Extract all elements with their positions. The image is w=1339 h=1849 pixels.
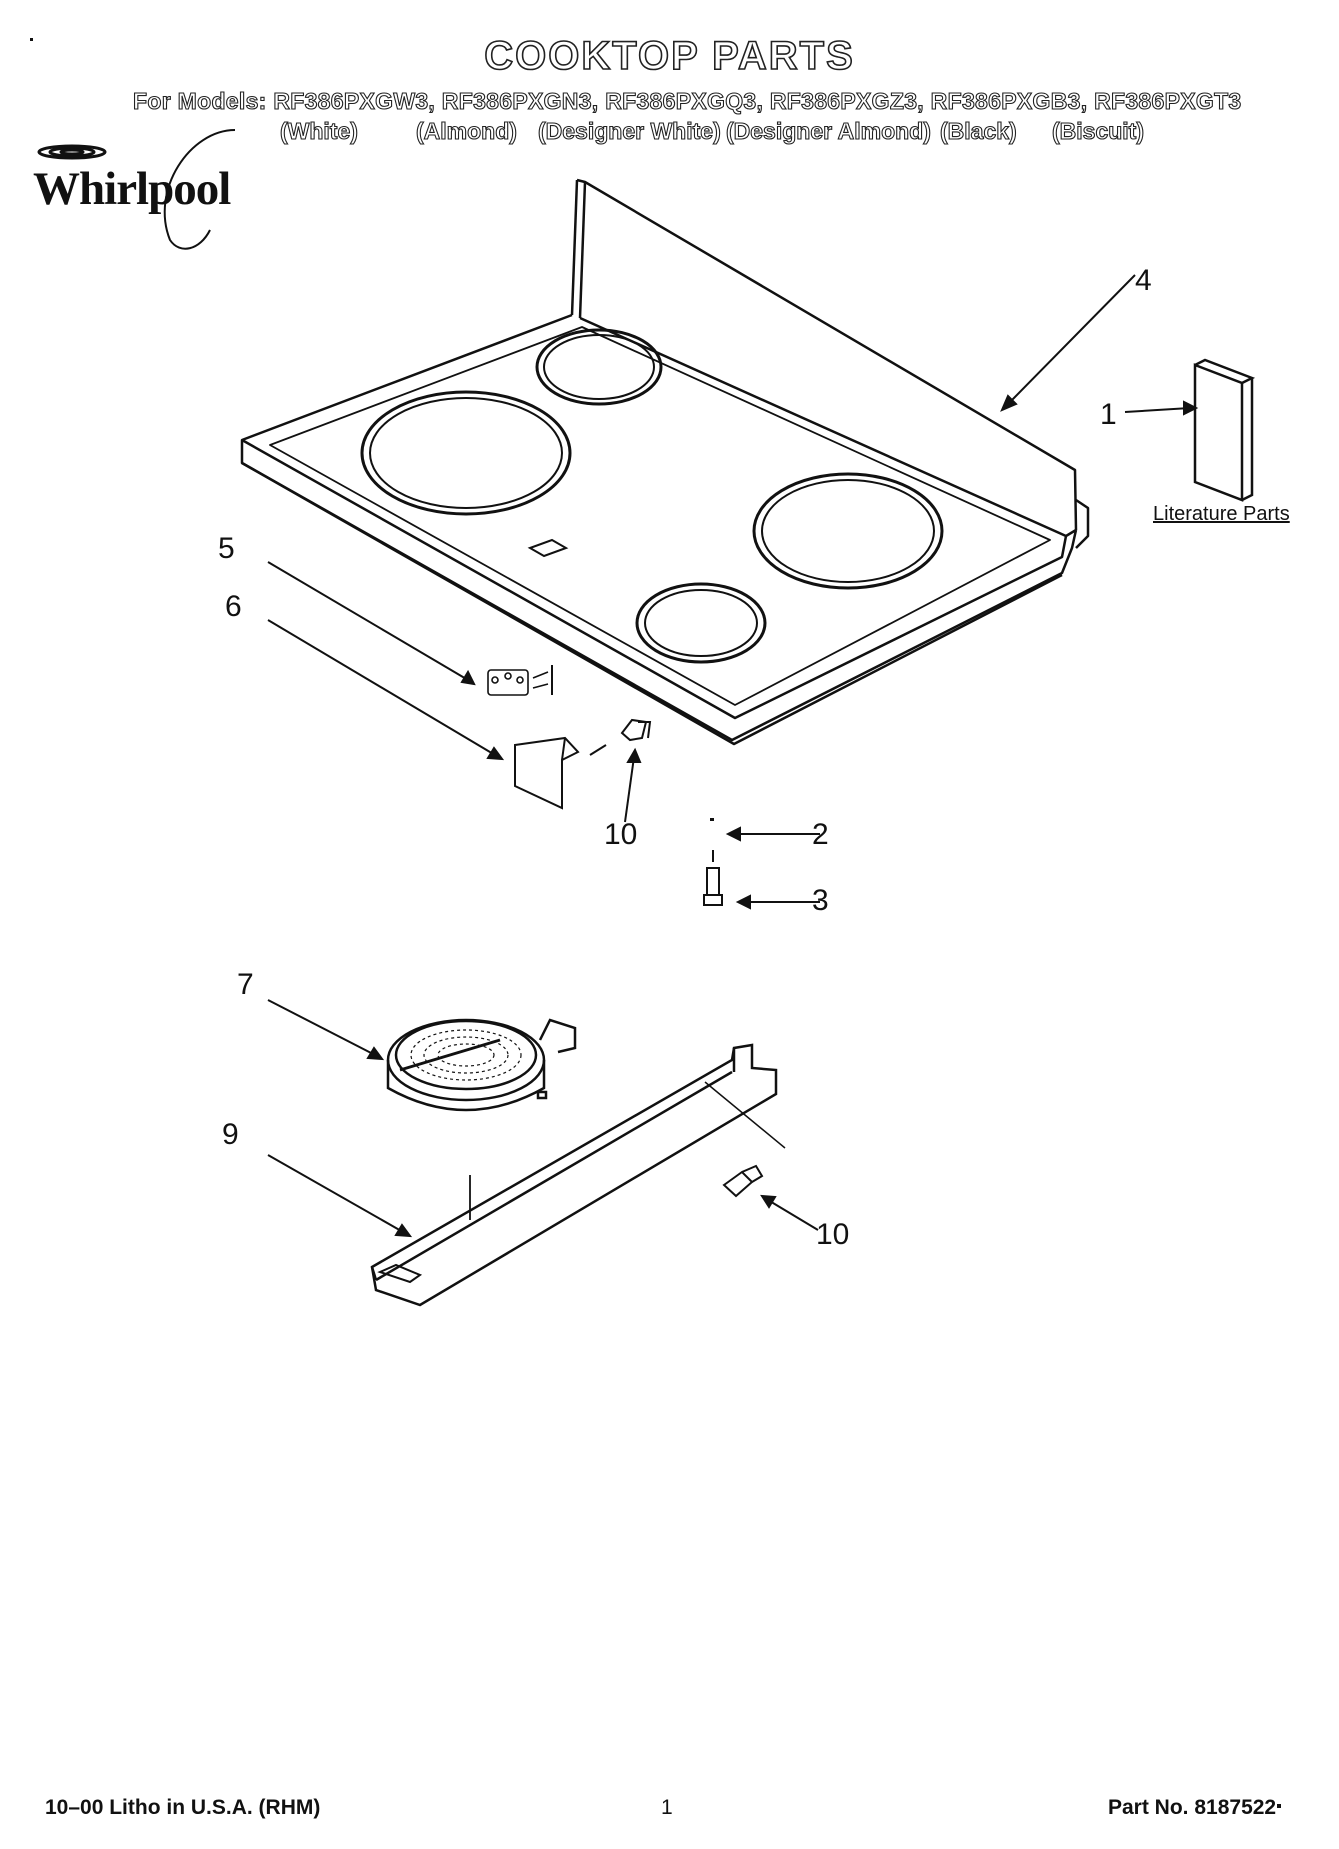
speck <box>30 38 33 41</box>
footer-part-number: Part No. 8187522 <box>1108 1796 1277 1819</box>
model-list: For Models: RF386PXGW3, RF386PXGN3, RF38… <box>132 87 1242 114</box>
part-9-bracket <box>370 1043 786 1307</box>
callout-4: 4 <box>1135 264 1152 297</box>
speck <box>1277 1804 1281 1808</box>
color-almond: (Almond) <box>415 117 517 144</box>
color-designer-almond: (Designer Almond) <box>725 117 931 144</box>
color-black: (Black) <box>939 117 1017 144</box>
footer-litho: 10–00 Litho in U.S.A. (RHM) <box>45 1796 321 1819</box>
color-white: (White) <box>279 117 358 144</box>
callout-3: 3 <box>812 884 829 917</box>
part-6-bracket <box>514 736 607 810</box>
page-title: COOKTOP PARTS <box>483 33 855 79</box>
literature-parts-label: Literature Parts <box>1153 503 1290 525</box>
footer-page-number: 1 <box>661 1796 673 1819</box>
color-biscuit: (Biscuit) <box>1051 117 1144 144</box>
part-7-element <box>386 1018 577 1112</box>
part-10-screw-top <box>620 718 652 742</box>
part-5-switch <box>487 665 553 696</box>
callout-5: 5 <box>218 532 235 565</box>
part-2-clip <box>710 818 714 821</box>
callout-10-lower: 10 <box>816 1218 850 1251</box>
callout-6: 6 <box>225 590 242 623</box>
color-designer-white: (Designer White) <box>537 117 721 144</box>
whirlpool-logo-text: Whirlpool <box>33 163 231 215</box>
part-10-screw-lower <box>722 1164 764 1198</box>
callout-2: 2 <box>812 818 829 851</box>
literature-part <box>1193 358 1256 502</box>
cooktop-burners <box>360 328 944 664</box>
callout-10-top: 10 <box>604 818 638 851</box>
leader-lines <box>267 274 1199 1238</box>
callout-7: 7 <box>237 968 254 1001</box>
whirlpool-logo-icon <box>37 129 236 250</box>
callout-9: 9 <box>222 1118 239 1151</box>
cooktop <box>240 178 1090 746</box>
part-3-screw <box>703 850 723 906</box>
callout-1: 1 <box>1100 398 1117 431</box>
